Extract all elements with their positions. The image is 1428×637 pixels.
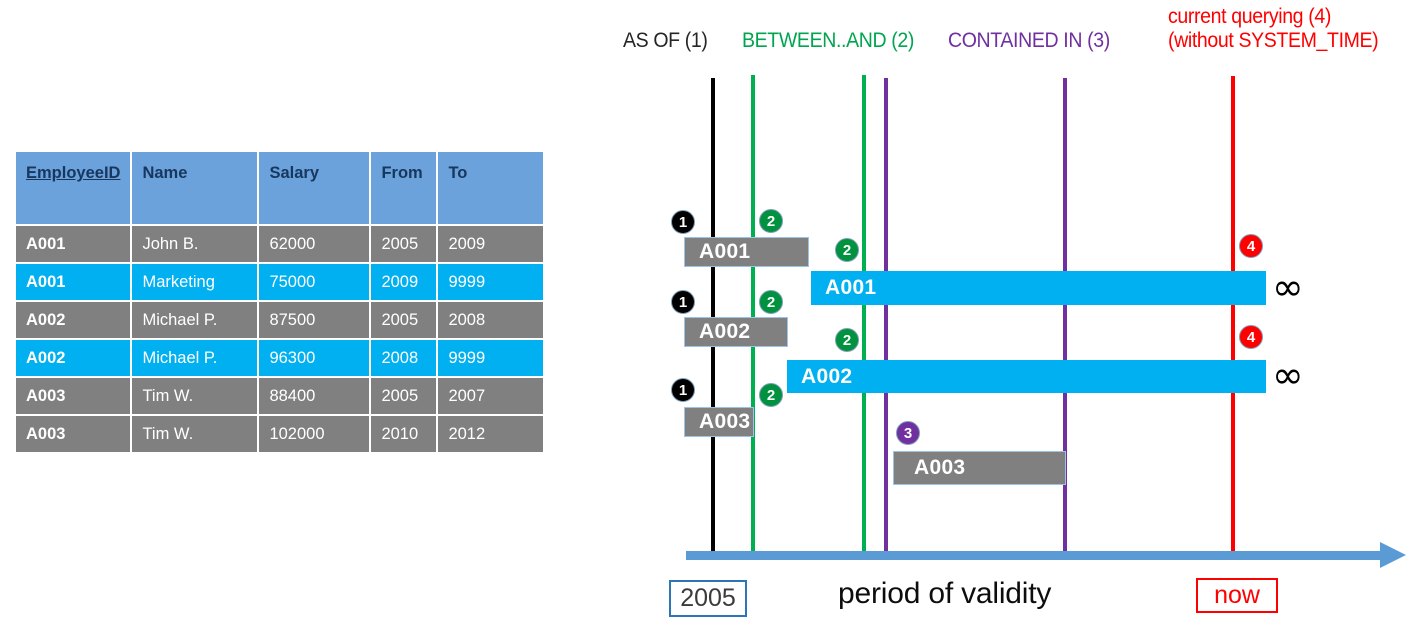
- cell-salary: 75000: [259, 264, 370, 300]
- cell-name: Marketing: [132, 264, 258, 300]
- bar-a002-historic: A002: [684, 317, 788, 347]
- bar-a003-historic: A003: [684, 407, 754, 437]
- badge-between-a003-historic: 2: [759, 383, 783, 407]
- bar-a002-current: A002: [787, 360, 1266, 393]
- badge-between-a001-historic: 2: [759, 209, 783, 233]
- employee-history-table: EmployeeID Name Salary From To A001 John…: [14, 150, 545, 454]
- legend-current-querying-line2: (without SYSTEM_TIME): [1168, 29, 1379, 52]
- badge-as-of-a003: 1: [671, 378, 695, 402]
- cell-to: 9999: [438, 340, 544, 376]
- cell-from: 2010: [371, 416, 437, 452]
- column-header-from: From: [371, 152, 437, 224]
- cell-employeeid: A003: [16, 378, 131, 414]
- legend-between-and: BETWEEN..AND (2): [742, 29, 915, 52]
- badge-as-of-a002: 1: [671, 290, 695, 314]
- axis-start-tag: 2005: [669, 580, 747, 617]
- cell-name: Michael P.: [132, 302, 258, 338]
- bar-a003-second: A003: [893, 451, 1066, 485]
- vline-now-red: [1231, 76, 1235, 556]
- badge-between-a002-current: 2: [835, 328, 859, 352]
- cell-to: 9999: [438, 264, 544, 300]
- column-header-employeeid-label: EmployeeID: [26, 164, 121, 182]
- cell-salary: 62000: [259, 226, 370, 262]
- table-row: A001 John B. 62000 2005 2009: [16, 226, 544, 262]
- column-header-salary: Salary: [259, 152, 370, 224]
- table-header-row: EmployeeID Name Salary From To: [16, 152, 544, 224]
- cell-employeeid: A001: [16, 264, 131, 300]
- badge-current-a002: 4: [1239, 325, 1263, 349]
- cell-employeeid: A002: [16, 340, 131, 376]
- table-row: A001 Marketing 75000 2009 9999: [16, 264, 544, 300]
- cell-from: 2005: [371, 302, 437, 338]
- bar-a001-current: A001: [811, 271, 1266, 305]
- badge-between-a001-current: 2: [835, 238, 859, 262]
- axis-end-tag: now: [1196, 578, 1278, 613]
- table-row: A002 Michael P. 96300 2008 9999: [16, 340, 544, 376]
- cell-name: Tim W.: [132, 378, 258, 414]
- timeline-axis: [686, 551, 1386, 560]
- cell-employeeid: A002: [16, 302, 131, 338]
- legend-current-querying: current querying (4) (without SYSTEM_TIM…: [1168, 5, 1379, 53]
- cell-from: 2005: [371, 378, 437, 414]
- badge-between-a002-historic: 2: [759, 290, 783, 314]
- table-row: A002 Michael P. 87500 2005 2008: [16, 302, 544, 338]
- badge-as-of-a001: 1: [671, 210, 695, 234]
- legend-as-of: AS OF (1): [623, 29, 708, 52]
- cell-salary: 87500: [259, 302, 370, 338]
- vline-contained-start-purple: [884, 78, 888, 556]
- vline-between-end-green: [862, 75, 866, 556]
- cell-from: 2005: [371, 226, 437, 262]
- badge-contained-a003: 3: [896, 421, 920, 445]
- legend-contained-in: CONTAINED IN (3): [948, 29, 1110, 52]
- table-row: A003 Tim W. 88400 2005 2007: [16, 378, 544, 414]
- cell-name: Tim W.: [132, 416, 258, 452]
- axis-caption: period of validity: [838, 577, 1052, 610]
- infinity-icon-a002: ∞: [1272, 353, 1304, 397]
- cell-from: 2009: [371, 264, 437, 300]
- column-header-to: To: [438, 152, 544, 224]
- cell-name: John B.: [132, 226, 258, 262]
- cell-from: 2008: [371, 340, 437, 376]
- vline-contained-end-purple: [1063, 78, 1067, 556]
- cell-to: 2009: [438, 226, 544, 262]
- timeline-axis-arrow-icon: [1380, 542, 1406, 568]
- cell-employeeid: A003: [16, 416, 131, 452]
- table-row: A003 Tim W. 102000 2010 2012: [16, 416, 544, 452]
- cell-name: Michael P.: [132, 340, 258, 376]
- cell-salary: 88400: [259, 378, 370, 414]
- column-header-name: Name: [132, 152, 258, 224]
- cell-to: 2007: [438, 378, 544, 414]
- vline-between-start-green: [751, 75, 755, 556]
- cell-to: 2012: [438, 416, 544, 452]
- cell-salary: 102000: [259, 416, 370, 452]
- cell-salary: 96300: [259, 340, 370, 376]
- infinity-icon-a001: ∞: [1272, 265, 1304, 309]
- column-header-employeeid: EmployeeID: [16, 152, 131, 224]
- cell-employeeid: A001: [16, 226, 131, 262]
- badge-current-a001: 4: [1239, 234, 1263, 258]
- cell-to: 2008: [438, 302, 544, 338]
- legend-current-querying-line1: current querying (4): [1168, 5, 1331, 28]
- bar-a001-historic: A001: [684, 237, 809, 267]
